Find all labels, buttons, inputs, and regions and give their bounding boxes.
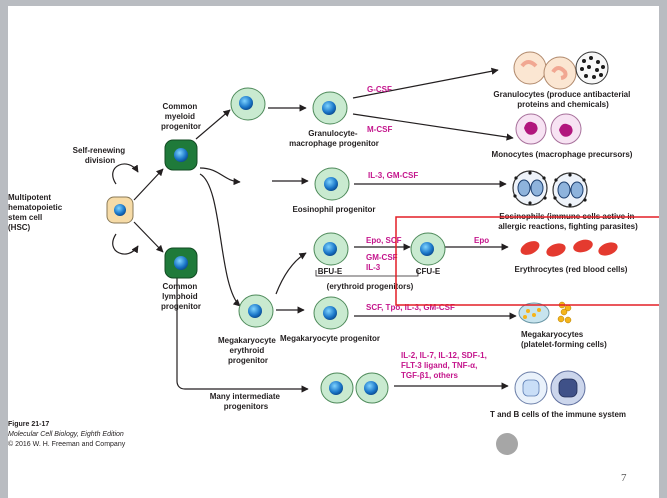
mk-erythroid-label: Megakaryocyte erythroid progenitor [218, 336, 278, 365]
intermediate-progenitor-cells [320, 372, 389, 404]
mk-progenitor-cell [313, 296, 349, 330]
gmcsf-il3-label: GM-CSF IL-3 [366, 253, 400, 272]
mk-erythroid-cell [238, 294, 274, 328]
eosinophil-progenitor-label: Eosinophil progenitor [292, 205, 375, 214]
scf-tpo-label: SCF, Tpo, IL-3, GM-CSF [366, 303, 455, 312]
erythrocytes-cells [520, 239, 618, 257]
common-myeloid-cell [164, 139, 198, 171]
common-lymphoid-cell [164, 247, 198, 279]
monocytes-label: Monocytes (macrophage precursors) [492, 150, 633, 159]
myeloid-blast-cell [230, 87, 266, 121]
pointer-dot [496, 433, 518, 455]
m-csf-label: M-CSF [367, 125, 392, 134]
erythroid-progenitors-label: (erythroid progenitors) [327, 282, 414, 291]
self-renewing-label: Self-renewing division [73, 146, 128, 165]
hsc-label: Multipotent hematopoietic stem cell (HSC… [8, 193, 64, 232]
megakaryocytes-cells [518, 301, 572, 324]
il3-gmcsf-label: IL-3, GM-CSF [368, 171, 418, 180]
cfu-e-cell [410, 232, 446, 266]
g-csf-label: G-CSF [367, 85, 392, 94]
t-b-cells-label: T and B cells of the immune system [490, 410, 626, 419]
mk-progenitor-label: Megakaryocyte progenitor [280, 334, 380, 343]
hsc-cell [106, 196, 134, 224]
bfu-e-cell [313, 232, 349, 266]
eosinophils-cells [512, 170, 588, 208]
page-number: 7 [621, 472, 627, 484]
copyright: © 2016 W. H. Freeman and Company [8, 440, 126, 448]
many-intermediate-label: Many intermediate progenitors [210, 392, 282, 411]
megakaryocytes-label: Megakaryocytes (platelet-forming cells) [521, 330, 607, 349]
granulocytes-label: Granulocytes (produce antibacterial prot… [493, 90, 632, 109]
eosinophil-progenitor-cell [314, 167, 350, 201]
top-strip [0, 0, 667, 6]
figure-number: Figure 21-17 [8, 421, 49, 428]
erythrocytes-label: Erythrocytes (red blood cells) [515, 265, 628, 274]
book-title: Molecular Cell Biology, Eighth Edition [8, 431, 124, 438]
gm-progenitor-label: Granulocyte- macrophage progenitor [289, 129, 379, 148]
epo-label: Epo [474, 236, 489, 245]
erythroid-bracket [315, 270, 419, 277]
granulocytes-cells [513, 51, 609, 90]
t-b-cells [514, 370, 586, 406]
bfu-e-label: BFU-E [318, 267, 343, 276]
figure-diagram: Self-renewing division Multipotent hemat… [8, 51, 659, 484]
arrows [112, 67, 517, 393]
monocytes-cells [515, 113, 582, 145]
common-lymphoid-label: Common lymphoid progenitor [161, 282, 201, 311]
lymphoid-factors-label: IL-2, IL-7, IL-12, SDF-1, FLT-3 ligand, … [401, 351, 489, 380]
gm-progenitor-cell [312, 91, 348, 125]
slide: Self-renewing division Multipotent hemat… [8, 6, 659, 498]
eosinophils-label: Eosinophils (immune cells active in alle… [498, 212, 638, 231]
cfu-e-label: CFU-E [416, 267, 441, 276]
highlight-box [395, 216, 659, 306]
epo-scf-label: Epo, SCF [366, 236, 402, 245]
common-myeloid-label: Common myeloid progenitor [161, 102, 201, 131]
